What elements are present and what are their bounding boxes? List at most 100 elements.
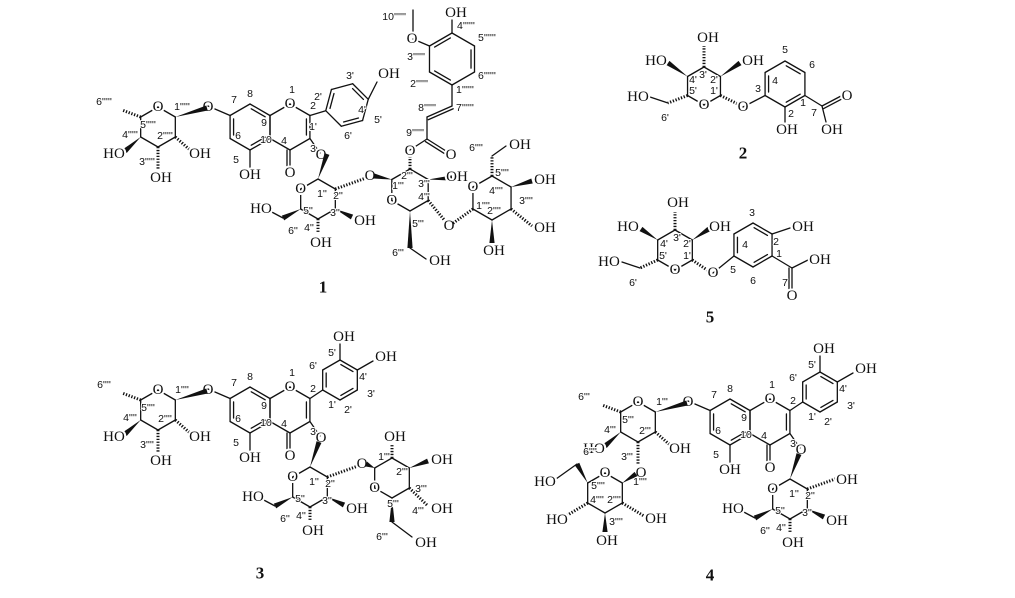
compound-number: 3 (256, 564, 265, 583)
hashed-bond (601, 403, 622, 414)
locant-label: 6''' (578, 391, 590, 403)
atom-label: OH (667, 195, 689, 211)
wedge-bond (364, 461, 375, 468)
hashed-bond (427, 199, 448, 223)
bond (621, 261, 641, 269)
locant-label: 2' (314, 91, 322, 103)
locant-label: 2''' (396, 466, 408, 478)
bond (412, 38, 431, 47)
locant-label: 2 (788, 108, 794, 120)
locant-label: 3'' (802, 507, 812, 519)
locant-label: 2' (683, 238, 691, 250)
wedge-bond (489, 220, 495, 243)
bond (292, 466, 311, 478)
locant-label: 3''' (621, 451, 633, 463)
atom-label: OH (596, 533, 618, 549)
locant-label: 6 (750, 275, 756, 287)
bond (703, 94, 722, 106)
atom-label: OH (809, 252, 831, 268)
locant-label: 6''' (376, 531, 388, 543)
bond (427, 108, 454, 121)
atom-label: HO (546, 512, 568, 528)
locant-label: 2'''' (487, 205, 501, 217)
bond (426, 138, 447, 152)
wedge-bond (666, 60, 688, 77)
locant-label: 3'''' (140, 439, 154, 451)
locant-label: 1' (808, 411, 816, 423)
bond (789, 478, 808, 490)
locant-label: 8 (247, 371, 253, 383)
wedge-bond (310, 441, 322, 467)
locant-label: 4' (839, 383, 847, 395)
hashed-bond (667, 94, 689, 105)
bond (374, 457, 393, 469)
bond (339, 389, 358, 401)
locant-label: 6'' (760, 525, 770, 537)
hashed-bond (326, 464, 359, 479)
wedge-bond (603, 432, 621, 448)
bond (820, 399, 834, 409)
wedge-bond (175, 388, 208, 400)
bond (604, 472, 623, 484)
atom-label: OH (346, 501, 368, 517)
bond (309, 466, 328, 478)
locant-label: 3''' (415, 483, 427, 495)
bond (356, 360, 374, 371)
atom-label: O (295, 181, 306, 197)
hashed-bond (691, 258, 711, 274)
locant-label: 3'''''' (407, 51, 425, 63)
locant-label: 4'' (296, 510, 306, 522)
atom-label: OH (431, 452, 453, 468)
atom-label: HO (242, 489, 264, 505)
locant-label: 5 (233, 437, 239, 449)
wedge-bond (720, 60, 742, 77)
atom-label: O (787, 288, 798, 304)
bond (733, 222, 754, 235)
atom-label: O (405, 143, 416, 159)
atom-label: OH (776, 122, 798, 138)
atom-label: O (765, 460, 776, 476)
bond (409, 199, 429, 212)
locant-label: 7 (231, 377, 237, 389)
locant-label: 4 (281, 418, 287, 430)
locant-label: 6 (235, 413, 241, 425)
locant-label: 6' (344, 130, 352, 142)
bond (140, 419, 159, 431)
locant-label: 5' (328, 347, 336, 359)
hashed-bond (719, 94, 741, 107)
bond (649, 96, 669, 104)
bond (472, 175, 493, 188)
locant-label: 4'''' (590, 494, 604, 506)
wedge-bond (373, 173, 392, 180)
atom-label: O (285, 448, 296, 464)
bond (342, 117, 360, 123)
bond (325, 110, 342, 127)
bond (451, 71, 476, 86)
locant-label: 5' (808, 359, 816, 371)
wedge-bond (123, 420, 141, 436)
bond (752, 222, 773, 235)
atom-label: O (468, 179, 479, 195)
atom-label: HO (103, 429, 125, 445)
atom-label: OH (709, 219, 731, 235)
bond (491, 175, 512, 188)
locant-label: 7'''''' (456, 102, 474, 114)
bond (749, 398, 771, 412)
atom-label: HO (583, 441, 605, 457)
locant-label: 2 (310, 383, 316, 395)
locant-label: 5'''' (591, 480, 605, 492)
atom-label: O (365, 168, 376, 184)
bond (409, 168, 429, 181)
locant-label: 1'''' (633, 476, 647, 488)
bond (764, 94, 786, 108)
bond (300, 208, 319, 220)
bond (491, 208, 512, 221)
locant-label: 5' (659, 250, 667, 262)
locant-label: 2''''' (157, 130, 173, 142)
atom-label: OH (855, 361, 877, 377)
bond (819, 371, 838, 383)
locant-label: 1 (289, 84, 295, 96)
locant-label: 1 (769, 379, 775, 391)
